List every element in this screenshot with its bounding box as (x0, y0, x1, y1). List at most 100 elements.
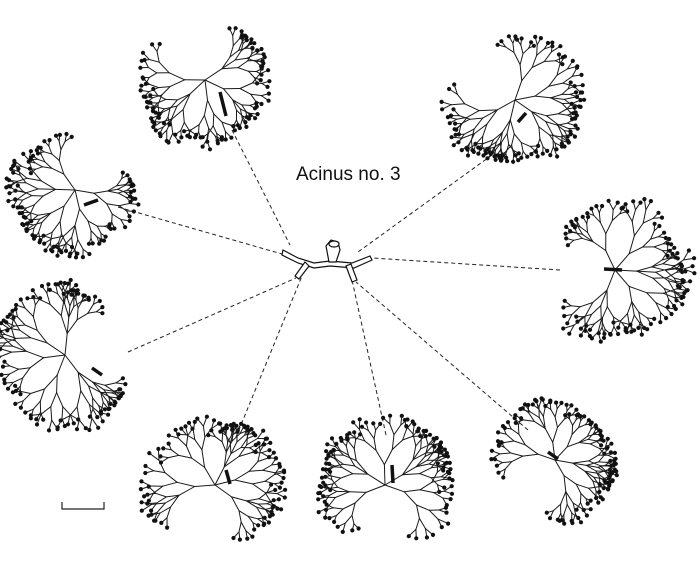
subtree-bottom-right-terminal-node (584, 513, 590, 518)
subtree-top-left-terminal-node (157, 41, 162, 47)
subtree-top-left-branch (208, 127, 216, 137)
subtree-bottom-left-branch (240, 438, 248, 448)
subtree-upper-left-branch (51, 220, 61, 233)
subtree-bottom-left-branch (234, 479, 254, 485)
subtree-bottom-right-terminal-node (513, 420, 518, 425)
subtree-right-terminal-node (594, 204, 599, 209)
subtree-left-branch (0, 355, 2, 357)
subtree-right-branch (653, 243, 664, 248)
subtree-left-terminal-node (34, 417, 39, 422)
subtree-upper-left-branch (117, 184, 126, 190)
subtree-bottom-right-branch (517, 424, 520, 435)
subtree-bottom-left-branch (185, 445, 193, 459)
subtree-right-branch (597, 319, 602, 333)
subtree-top-left-terminal-node (227, 26, 232, 31)
subtree-bottom-left-terminal-node (239, 421, 244, 426)
subtree-top-right-branch (562, 75, 573, 84)
subtree-bottom-right-branch (565, 491, 574, 504)
subtree-right-branch (662, 288, 678, 294)
subtree-top-right-terminal-node (573, 90, 579, 95)
subtree-bottom-right-branch (504, 461, 513, 470)
subtree-bottom-center-terminal-node (319, 475, 325, 480)
subtree-bottom-center-branch (424, 444, 429, 457)
subtree-upper-left-terminal-node (42, 139, 47, 144)
subtree-right-branch (620, 313, 628, 322)
subtree-bottom-left-terminal-node (282, 470, 287, 475)
subtree-upper-left-terminal-node (128, 190, 133, 195)
subtree-top-right-terminal-node (572, 134, 578, 139)
subtree-right-branch (664, 268, 676, 271)
subtree-upper-left-terminal-node (53, 133, 59, 138)
subtree-bottom-left-branch (264, 480, 275, 485)
subtree-left-terminal-node (100, 419, 105, 424)
subtree-bottom-center-branch (391, 439, 404, 450)
subtree-upper-left-terminal-node (86, 241, 92, 246)
subtree-bottom-right-terminal-node (501, 475, 506, 480)
subtree-left-branch (77, 300, 83, 309)
subtree-bottom-center-branch (354, 437, 366, 442)
subtree-bottom-center-branch (342, 502, 356, 510)
subtree-left-branch (9, 365, 20, 370)
subtree-bottom-center-branch (416, 504, 420, 519)
subtree-left-terminal-node (66, 281, 71, 286)
subtree-left-branch (64, 303, 70, 318)
subtree-bottom-left-terminal-node (262, 515, 267, 520)
subtree-left-branch (88, 385, 94, 399)
subtree-bottom-center-terminal-node (327, 516, 332, 521)
subtree-left-branch (87, 311, 97, 314)
subtree-bottom-right-branch (588, 487, 596, 496)
subtree-bottom-center-branch (347, 440, 355, 449)
subtree-left-terminal-node (81, 293, 86, 298)
subtree-bottom-center-branch (329, 475, 342, 479)
subtree-bottom-right-branch (598, 447, 606, 456)
subtree-left-terminal-node (13, 383, 18, 388)
subtree-top-left-branch (212, 113, 215, 127)
subtree-upper-left-branch (58, 160, 65, 175)
subtree-right-terminal-node (692, 256, 697, 261)
subtree-left-branch (66, 316, 70, 334)
subtree-bottom-right-branch (580, 493, 587, 500)
subtree-bottom-left-terminal-node (261, 428, 266, 433)
subtree-top-right-branch (483, 139, 494, 144)
subtree-bottom-center-terminal-node (371, 421, 376, 426)
subtree-top-right-branch (519, 53, 524, 66)
subtree-right-terminal-node (674, 298, 679, 303)
subtree-left-branch (66, 319, 78, 334)
subtree-top-right-terminal-node (440, 107, 445, 112)
subtree-top-right-branch (557, 113, 568, 116)
subtree-bottom-right-terminal-node (559, 400, 564, 405)
subtree-right-branch (646, 292, 664, 294)
subtree-left-branch (0, 335, 4, 339)
subtree-right-terminal-node (642, 197, 647, 202)
subtree-top-right-terminal-node (529, 40, 534, 45)
subtree-bottom-right-terminal-node (601, 438, 606, 443)
subtree-bottom-left-terminal-node (156, 446, 161, 451)
subtree-left-terminal-node (100, 311, 105, 316)
subtree-bottom-right (489, 396, 619, 526)
subtree-bottom-center-terminal-node (444, 451, 449, 456)
subtree-right-branch (628, 285, 648, 294)
subtree-bottom-right-branch (537, 453, 556, 461)
subtree-bottom-left-terminal-node (262, 442, 267, 447)
subtree-bottom-right-terminal-node (505, 420, 511, 425)
subtree-top-right-terminal-node (550, 40, 555, 45)
subtree-upper-left-branch (49, 231, 53, 244)
subtree-bottom-right-branch (572, 462, 587, 466)
subtree-bottom-left-branch (258, 492, 268, 500)
subtree-left-branch (57, 293, 66, 304)
subtree-bottom-center-terminal-node (359, 424, 365, 429)
subtree-bottom-left-branch (240, 521, 247, 532)
subtree-bottom-left-branch (248, 461, 259, 472)
subtree-top-left-terminal-node (255, 48, 260, 53)
subtree-top-left-terminal-node (252, 106, 258, 111)
subtree-bottom-left-branch (201, 436, 206, 451)
subtree-top-left-branch (204, 79, 208, 101)
subtree-bottom-right-branch (587, 438, 597, 442)
subtree-top-left-branch (156, 51, 160, 63)
subtree-right-branch (628, 235, 635, 255)
subtree-top-left-terminal-node (246, 116, 252, 121)
subtree-top-right-terminal-node (556, 52, 562, 57)
subtree-bottom-right-branch (529, 411, 540, 418)
subtree-left-branch (56, 392, 64, 408)
